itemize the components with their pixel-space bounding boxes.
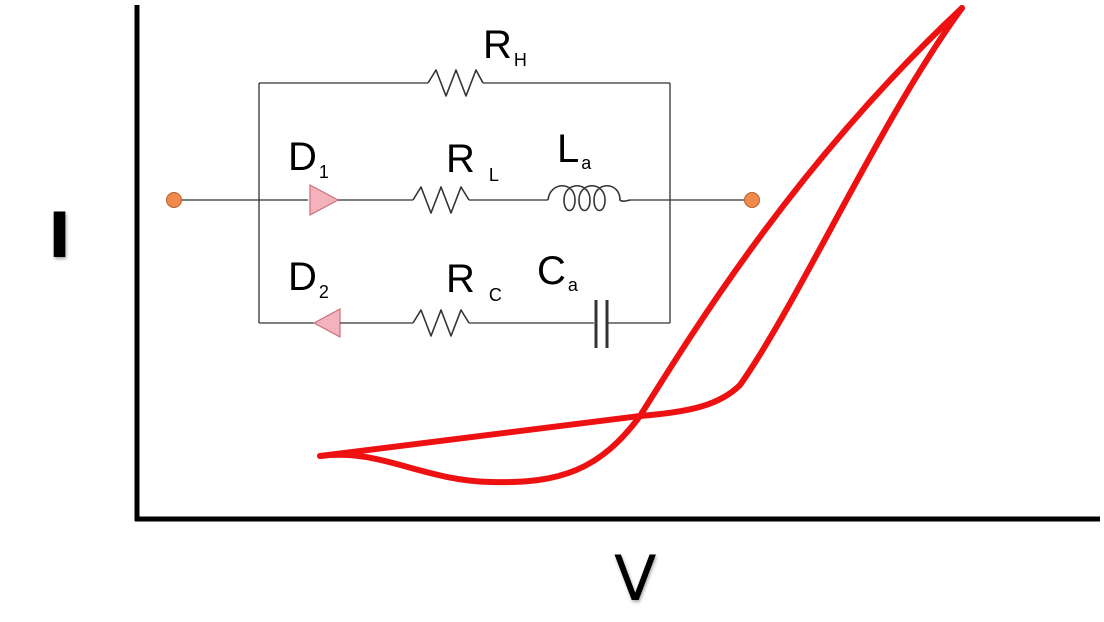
y-axis-label: I — [48, 199, 72, 272]
x-axis-label: V — [614, 542, 657, 615]
iv-hysteresis-curve — [317, 5, 965, 486]
resistor-rh-symbol — [427, 69, 484, 97]
resistor-rl-symbol — [412, 186, 470, 214]
inductor-la-symbol — [547, 184, 631, 212]
diode-d2-symbol — [312, 307, 341, 339]
terminal-right — [744, 192, 760, 208]
terminal-left — [166, 192, 182, 208]
curve-lower-branch — [317, 5, 965, 486]
curve-upper-branch — [317, 5, 965, 459]
resistor-rc-symbol — [412, 309, 470, 337]
diode-d1-symbol — [309, 183, 340, 217]
